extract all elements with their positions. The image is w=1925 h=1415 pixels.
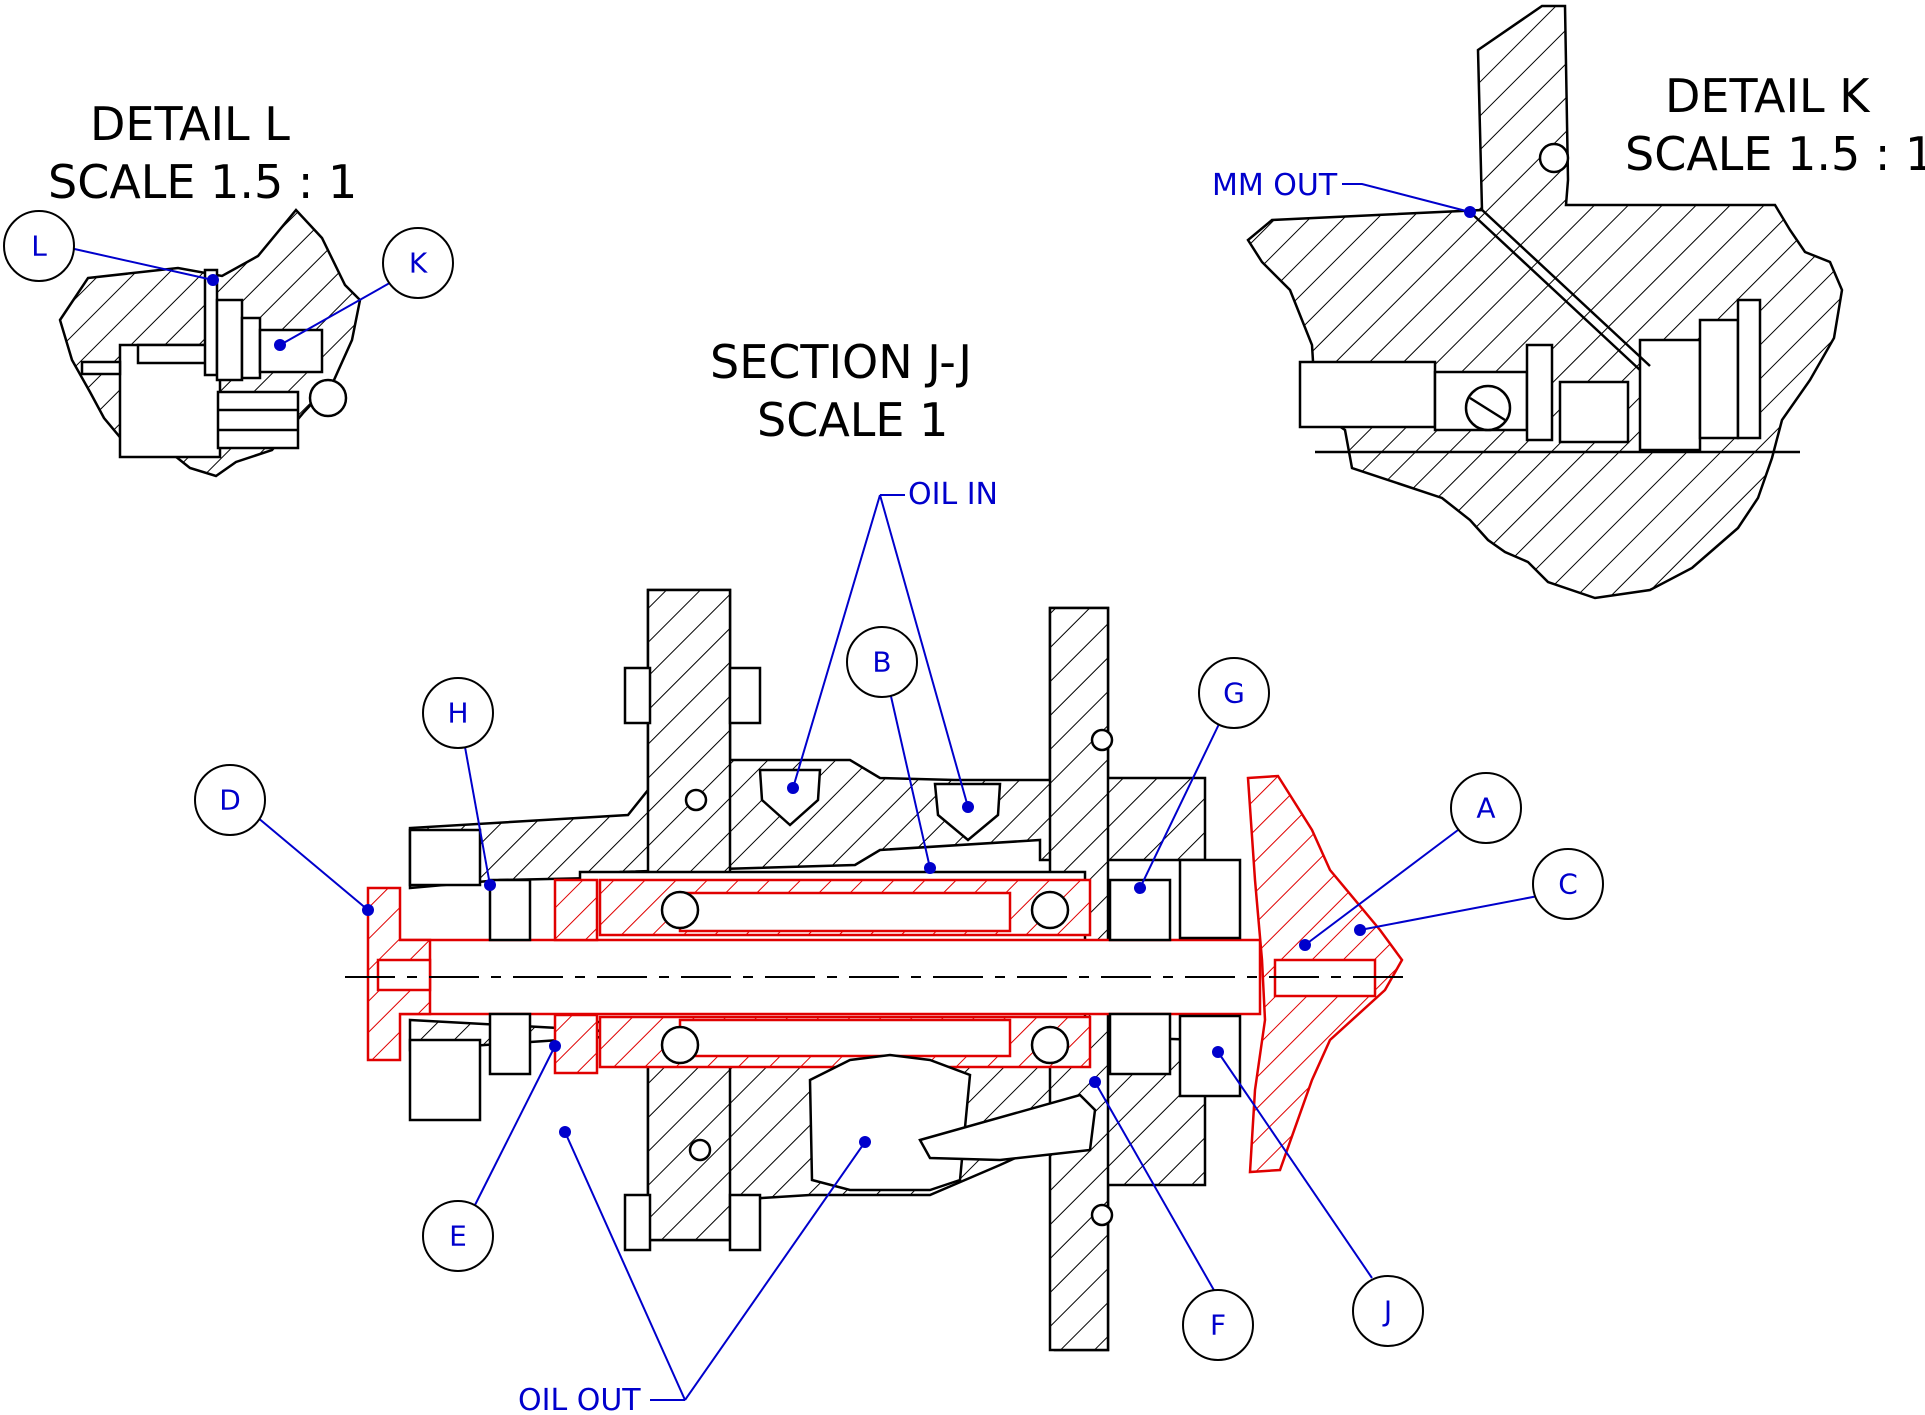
callout-g: G [1198, 657, 1270, 729]
callout-e: E [422, 1200, 494, 1272]
callout-f: F [1182, 1289, 1254, 1361]
leader-dots [207, 206, 1476, 1148]
svg-text:SECTION J-J: SECTION J-J [710, 335, 972, 389]
svg-text:H: H [447, 697, 468, 730]
svg-text:DETAIL K: DETAIL K [1665, 69, 1871, 123]
section-title: SECTION J-J SCALE 1 [710, 335, 972, 447]
svg-text:E: E [449, 1220, 467, 1253]
callout-a: A [1450, 772, 1522, 844]
callout-l: L [3, 210, 75, 282]
callout-c: C [1532, 848, 1604, 920]
svg-text:SCALE 1.5 : 1: SCALE 1.5 : 1 [1625, 127, 1925, 181]
detail-l-title: DETAIL L SCALE 1.5 : 1 [48, 97, 357, 209]
callout-k: K [382, 227, 454, 299]
leader-lines [69, 183, 1539, 1401]
callout-h: H [422, 677, 494, 749]
detail-k-title: DETAIL K SCALE 1.5 : 1 [1625, 69, 1925, 181]
svg-text:A: A [1476, 792, 1495, 825]
callout-b: B [846, 626, 918, 698]
svg-text:SCALE 1: SCALE 1 [757, 393, 948, 447]
svg-text:G: G [1223, 677, 1245, 710]
mm-out-note: MM OUT [1212, 168, 1338, 203]
oil-in-note: OIL IN [908, 477, 998, 512]
detail-k-view [1246, 4, 1844, 600]
svg-text:DETAIL L: DETAIL L [90, 97, 290, 151]
svg-text:SCALE 1.5 : 1: SCALE 1.5 : 1 [48, 155, 357, 209]
svg-text:F: F [1210, 1309, 1226, 1342]
callout-j: J [1352, 1275, 1424, 1347]
svg-text:L: L [31, 230, 47, 263]
svg-text:B: B [872, 646, 891, 679]
oil-out-note: OIL OUT [518, 1383, 641, 1415]
svg-text:K: K [409, 247, 428, 280]
detail-l-view [58, 208, 362, 478]
svg-text:C: C [1558, 868, 1578, 901]
svg-text:D: D [219, 784, 241, 817]
callout-d: D [194, 764, 266, 836]
svg-text:J: J [1382, 1295, 1392, 1328]
section-jj-view [345, 588, 1410, 1352]
